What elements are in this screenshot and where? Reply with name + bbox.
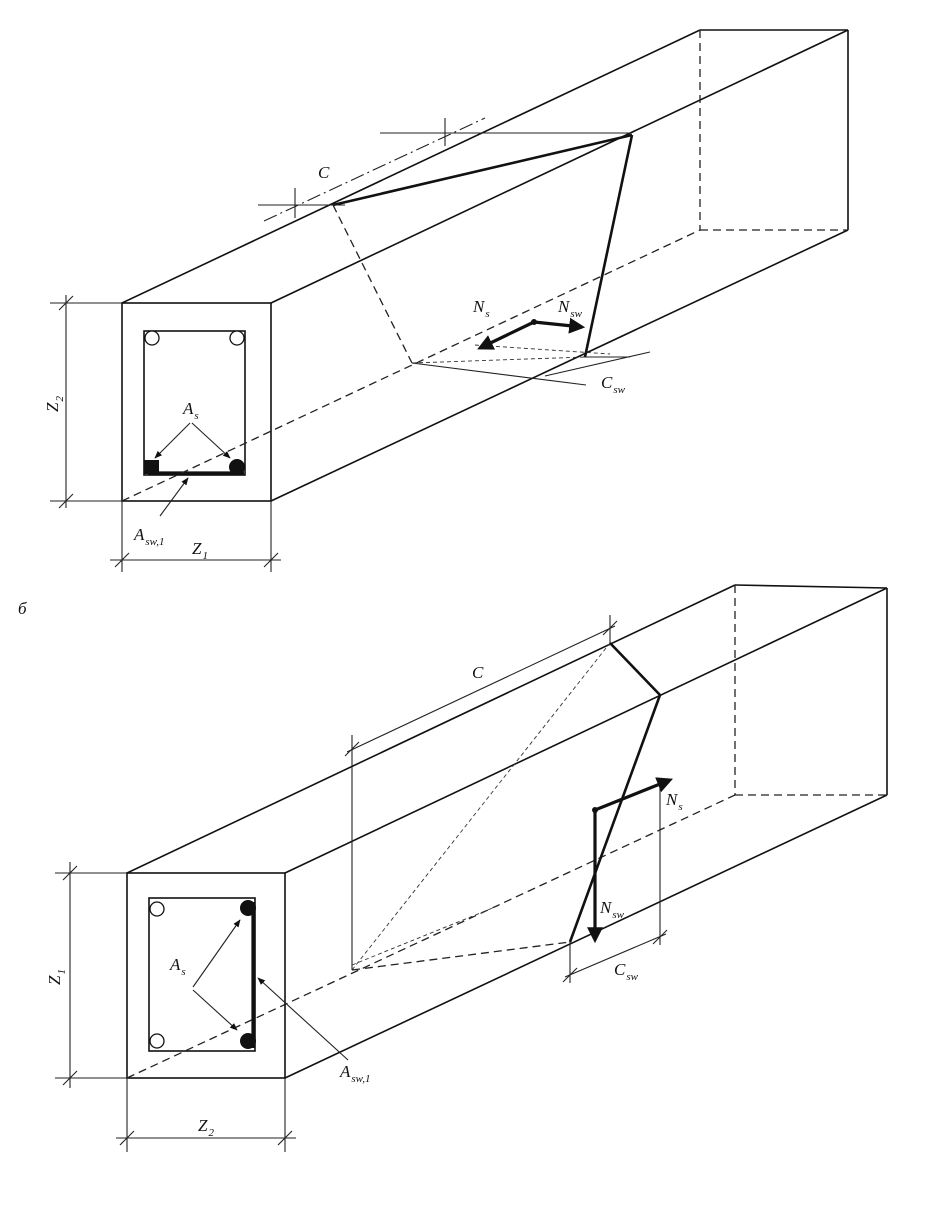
beam-b-dim-csw-line: [564, 933, 667, 978]
beam-a-hidden-edge-bottom: [121, 229, 701, 502]
beam-a-force-ns-arrow: [477, 320, 535, 350]
beam-a-as-leader-left: [154, 422, 191, 459]
beam-b-edge-bottom-right: [284, 794, 888, 1079]
beam-a-as-leader-right: [191, 422, 231, 459]
beam-a-bar-bottom-right: [229, 459, 245, 475]
beam-a-label-csw: Csw: [601, 373, 626, 396]
diagram-b: C Csw Ns Nsw As Asw,1 Z1 Z2: [45, 584, 888, 1152]
beam-b-hidden-edge-bottom: [126, 794, 736, 1079]
beam-a-front-face: [121, 302, 272, 502]
beam-b-as-leader-top: [192, 919, 241, 988]
beam-a-label-as: As: [182, 399, 199, 422]
beam-a-label-z1: Z1: [192, 539, 208, 562]
beam-b-crack-side: [568, 694, 662, 943]
beam-a-dim-csw-ext: [411, 362, 587, 386]
beam-b-dim-c-line: [346, 625, 616, 753]
beam-b-force-origin: [592, 807, 598, 813]
beam-b-stirrup: [148, 897, 256, 1052]
beam-b-label-csw: Csw: [614, 960, 639, 983]
beam-a-crack-hidden-bottom: [411, 356, 586, 364]
beam-b-asw1-leader: [257, 977, 349, 1061]
beam-b-label-z2: Z2: [198, 1116, 214, 1139]
beam-a-label-z2: Z2: [43, 396, 66, 412]
beam-b-dim-c-tick-1: [344, 741, 360, 757]
beam-b-crack-hidden-diagonal: [351, 642, 611, 971]
beam-b-dim-z1-tick-bottom: [62, 1070, 78, 1086]
beam-a-dim-z1-tick-left: [114, 552, 130, 568]
beam-b-crack-hidden-bottom: [351, 941, 571, 971]
beam-a-label-asw1: Asw,1: [133, 525, 164, 548]
beam-b-bar-bottom-right: [240, 1033, 256, 1049]
diagram-a: C Csw Ns Nsw As Asw,1 Z2 Z1: [43, 29, 849, 572]
beam-a-bar-bottom-left: [144, 460, 159, 474]
beam-a-label-c: C: [318, 163, 330, 182]
beam-b-crack-hidden-2: [351, 904, 501, 966]
beam-b-dim-z2-tick-left: [119, 1130, 135, 1146]
beam-a-bar-top-left: [144, 330, 160, 346]
beam-a-stirrup: [143, 330, 246, 476]
beam-b-label-asw1: Asw,1: [339, 1062, 370, 1085]
beam-b-label-as: As: [169, 955, 186, 978]
panel-b-label: б: [18, 599, 27, 618]
beam-a-label-ns: Ns: [472, 297, 490, 320]
beam-a-dim-z2-tick-bottom: [58, 493, 74, 509]
beam-b-bar-top-right: [240, 900, 256, 916]
beam-a-edge-top-back: [270, 29, 849, 304]
beam-b-edge-top-front: [126, 584, 736, 874]
beam-a-dim-z1-tick-right: [263, 552, 279, 568]
beam-a-dim-z2-tick-top: [58, 295, 74, 311]
beam-b-label-c: C: [472, 663, 484, 682]
beam-b-dim-z1-tick-top: [62, 865, 78, 881]
beam-b-edge-top-back: [284, 587, 888, 874]
beam-b-dim-csw-tick-1: [562, 967, 578, 983]
beam-b-label-nsw: Nsw: [599, 898, 625, 921]
beam-a-crack-top: [332, 133, 633, 207]
beam-b-bar-top-left: [149, 901, 165, 917]
beam-b-dim-c-tick-2: [602, 620, 618, 636]
beam-a-force-nsw-arrow: [533, 317, 586, 334]
beam-a-dim-csw-line: [544, 351, 651, 377]
beam-b-edge-top-end: [734, 584, 888, 589]
beam-b-front-face: [126, 872, 286, 1079]
beam-a-asw1-leader: [159, 477, 189, 517]
beam-b-dim-csw-tick-2: [652, 929, 668, 945]
beam-b-label-ns: Ns: [665, 790, 683, 813]
beam-a-dim-c-line: [263, 117, 486, 222]
beam-a-label-nsw: Nsw: [557, 297, 583, 320]
beam-b-bar-bottom-left: [149, 1033, 165, 1049]
beam-b-dim-z2-tick-right: [277, 1130, 293, 1146]
beam-a-edge-top-front: [121, 29, 701, 304]
beam-b-crack-top: [609, 642, 661, 696]
beam-a-crack-hidden-side: [332, 204, 413, 364]
beam-a-bar-top-right: [229, 330, 245, 346]
beam-a-force-origin: [531, 319, 537, 325]
beam-a-edge-bottom-right: [270, 229, 849, 502]
beam-a-crack-side: [583, 134, 634, 358]
beam-b-label-z1: Z1: [45, 969, 68, 985]
beam-b-force-ns-arrow: [594, 777, 673, 812]
beam-a-crack-hidden-bottom-2: [474, 344, 611, 355]
beam-b-as-leader-bottom: [192, 989, 238, 1031]
